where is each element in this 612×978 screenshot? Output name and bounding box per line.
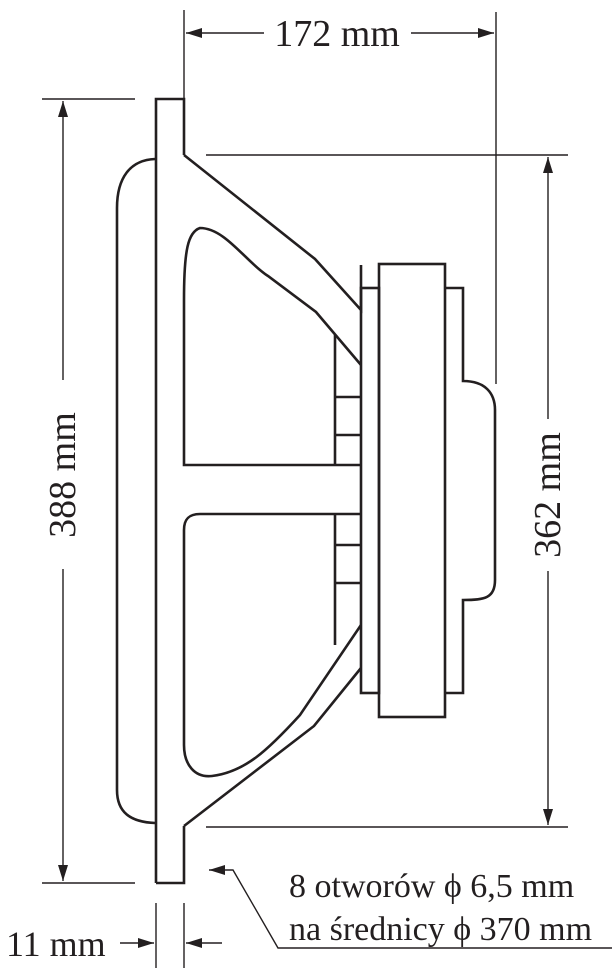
flange-thickness-label: 11 mm [6,924,106,964]
basket-leg-top [183,153,363,314]
annotation-leader [209,865,612,949]
holes-annotation-line1: 8 otworów ϕ 6,5 mm [289,868,574,905]
inner-height-label: 362 mm [527,432,569,558]
basket-window-lower [182,512,363,778]
back-plate [445,286,497,695]
depth-label: 172 mm [274,13,400,55]
basket-window-upper [182,226,362,467]
magnet [377,262,447,719]
holes-annotation-line2: na średnicy ϕ 370 mm [289,911,592,948]
dimension-lines [42,10,612,968]
speaker-body [115,97,497,885]
surround [115,157,156,825]
basket-leg-bottom [183,667,363,828]
outer-height-label: 388 mm [42,412,84,538]
mounting-flange [154,97,186,883]
front-plate [359,286,381,695]
